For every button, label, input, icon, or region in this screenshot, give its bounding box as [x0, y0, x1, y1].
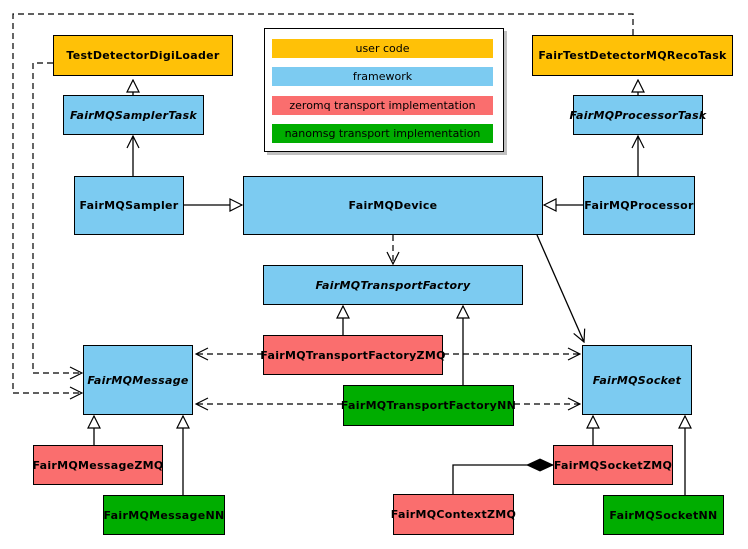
node-fairmq-transport-factory-zmq: FairMQTransportFactoryZMQ	[260, 335, 445, 375]
legend-item-zeromq: zeromq transport implementation	[272, 96, 493, 115]
node-fairmq-sampler-task: FairMQSamplerTask	[63, 95, 204, 135]
node-fairmq-socket: FairMQSocket	[582, 345, 692, 415]
edge-device-to-socket	[536, 234, 584, 342]
node-fairmq-message-nn: FairMQMessageNN	[103, 495, 225, 535]
node-fairmq-processor-task: FairMQProcessorTask	[569, 95, 706, 135]
legend: user code framework zeromq transport imp…	[264, 28, 504, 152]
node-fairmq-message: FairMQMessage	[83, 345, 193, 415]
node-fairmq-socket-zmq: FairMQSocketZMQ	[553, 445, 673, 485]
legend-item-nanomsg: nanomsg transport implementation	[272, 124, 493, 143]
node-fairmq-sampler: FairMQSampler	[74, 176, 184, 235]
node-fairmq-transport-factory-nn: FairMQTransportFactoryNN	[341, 385, 516, 426]
node-fairmq-device: FairMQDevice	[243, 176, 543, 235]
node-fairmq-transport-factory: FairMQTransportFactory	[263, 265, 523, 305]
node-fair-test-detector-mq-reco-task: FairTestDetectorMQRecoTask	[532, 35, 733, 76]
node-fairmq-context-zmq: FairMQContextZMQ	[391, 494, 516, 535]
node-fairmq-socket-nn: FairMQSocketNN	[603, 495, 724, 535]
legend-item-framework: framework	[272, 67, 493, 86]
node-fairmq-processor: FairMQProcessor	[583, 176, 695, 235]
edge-contextzmq-to-socketzmq	[452, 465, 553, 494]
node-test-detector-digi-loader: TestDetectorDigiLoader	[53, 35, 233, 76]
legend-item-user-code: user code	[272, 39, 493, 58]
node-fairmq-message-zmq: FairMQMessageZMQ	[32, 445, 163, 485]
